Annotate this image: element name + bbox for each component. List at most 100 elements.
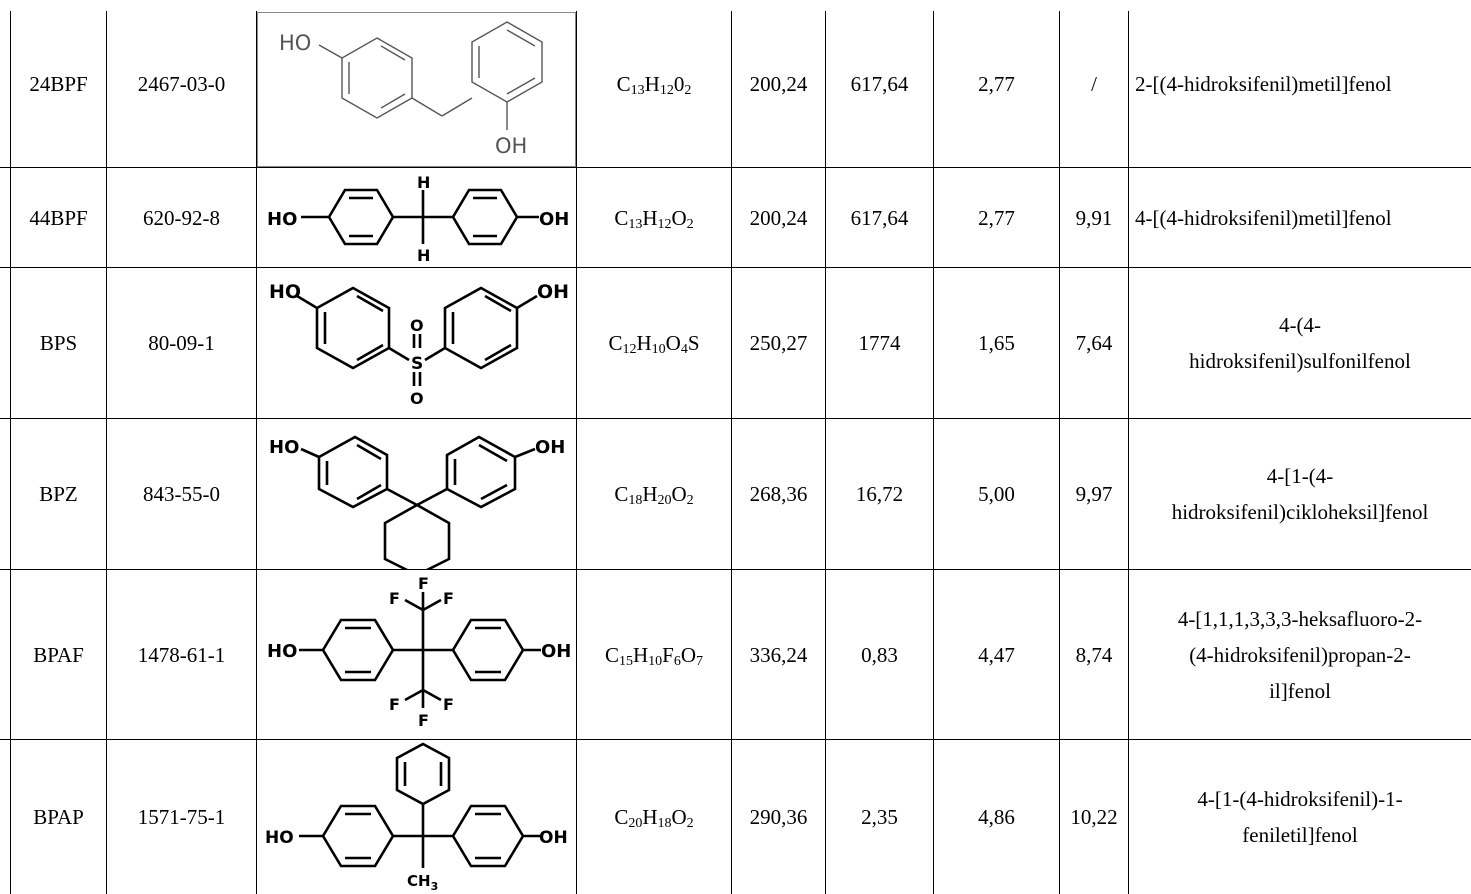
grid-line bbox=[106, 11, 107, 894]
atom-label: F bbox=[443, 695, 454, 714]
cell-iupac-name: 4-[1,1,1,3,3,3-heksafluoro-2- (4-hidroks… bbox=[1129, 570, 1471, 739]
structure-drawing: HO OH bbox=[257, 12, 576, 167]
atom-label: OH bbox=[535, 437, 565, 458]
name-line: 4-[1-(4-hidroksifenil)-1- bbox=[1197, 787, 1403, 811]
structure-44bpf: HO H H OH bbox=[257, 168, 576, 267]
atom-label: H bbox=[417, 246, 430, 265]
cell-cas: 2467-03-0 bbox=[137, 71, 226, 96]
grid-line bbox=[10, 11, 11, 894]
cell-molar-mass: 336,24 bbox=[749, 642, 808, 667]
atom-label: F bbox=[443, 589, 454, 608]
atom-label: F bbox=[418, 711, 429, 730]
atom-label: F bbox=[389, 589, 400, 608]
atom-label: OH bbox=[541, 641, 571, 662]
cell-molar-mass: 250,27 bbox=[749, 331, 808, 355]
cell-iupac-name: 4-(4- hidroksifenil)sulfonilfenol bbox=[1129, 268, 1471, 418]
cell-solubility: 617,64 bbox=[850, 205, 909, 230]
name-line: feniletil]fenol bbox=[1242, 823, 1358, 847]
name-line: 4-[1-(4- bbox=[1266, 464, 1334, 488]
atom-label: F bbox=[389, 695, 400, 714]
grid-line bbox=[1128, 11, 1129, 894]
grid-line bbox=[0, 739, 1471, 740]
atom-label: HO bbox=[267, 209, 297, 230]
cell-code: 44BPF bbox=[29, 205, 88, 230]
cell-cas: 1571-75-1 bbox=[137, 805, 226, 829]
structure-bpz: HO OH bbox=[257, 419, 576, 569]
formula-text: C13H1202 bbox=[616, 71, 692, 98]
atom-label: HO bbox=[279, 31, 311, 55]
structure-drawing: HO O S O OH bbox=[269, 281, 569, 408]
grid-line bbox=[0, 569, 1471, 570]
atom-label: S bbox=[411, 354, 423, 374]
cell-cas: 1478-61-1 bbox=[137, 642, 226, 667]
cell-solubility: 0,83 bbox=[861, 642, 898, 667]
atom-label: OH bbox=[539, 828, 568, 848]
atom-label: HO bbox=[269, 437, 299, 458]
grid-line bbox=[731, 11, 732, 894]
structure-drawing: HO CH3 OH bbox=[265, 742, 568, 893]
cell-molar-mass: 290,36 bbox=[749, 805, 808, 829]
formula-text: C20H18O2 bbox=[614, 805, 694, 831]
cell-code: BPAF bbox=[33, 642, 84, 667]
atom-label: OH bbox=[537, 281, 569, 303]
cell-code: BPS bbox=[39, 331, 78, 355]
cell-formula: C18H20O2 bbox=[577, 419, 731, 569]
atom-label: HO bbox=[269, 281, 301, 303]
structure-24bpf: HO OH bbox=[257, 12, 576, 167]
name-line: hidroksifenil)sulfonilfenol bbox=[1189, 349, 1411, 373]
cell-formula: C20H18O2 bbox=[577, 740, 731, 894]
cell-log-kow: 4,47 bbox=[978, 642, 1015, 667]
name-line: 4-(4- bbox=[1279, 313, 1321, 337]
formula-text: C15H10F6O7 bbox=[604, 642, 704, 669]
cell-formula: C12H10O4S bbox=[577, 268, 731, 418]
cell-cas: 80-09-1 bbox=[148, 331, 215, 355]
cell-solubility: 617,64 bbox=[850, 71, 909, 96]
structure-bpap: HO CH3 OH bbox=[257, 740, 576, 894]
atom-label: HO bbox=[265, 828, 294, 848]
grid-line bbox=[933, 11, 934, 894]
formula-text: C18H20O2 bbox=[614, 482, 694, 508]
structure-bps: HO O S O OH bbox=[257, 268, 576, 418]
atom-label: HO bbox=[267, 641, 297, 662]
cell-pka: 7,64 bbox=[1075, 331, 1113, 355]
grid-line bbox=[1059, 11, 1060, 894]
cell-iupac-name: 4-[1-(4-hidroksifenil)-1- feniletil]feno… bbox=[1129, 740, 1471, 894]
atom-label: O bbox=[410, 389, 424, 408]
cell-molar-mass: 200,24 bbox=[749, 205, 808, 230]
cell-code: 24BPF bbox=[29, 71, 88, 96]
cell-iupac-name: 4-[1-(4- hidroksifenil)cikloheksil]fenol bbox=[1129, 419, 1471, 569]
cell-pka: 9,91 bbox=[1075, 205, 1113, 230]
cell-formula: C15H10F6O7 bbox=[577, 570, 731, 739]
atom-label: H bbox=[417, 173, 430, 192]
atom-label: OH bbox=[539, 209, 569, 230]
cell-log-kow: 5,00 bbox=[978, 482, 1015, 506]
name-line: 4-[1,1,1,3,3,3-heksafluoro-2- bbox=[1177, 606, 1423, 631]
cell-solubility: 16,72 bbox=[855, 482, 904, 506]
cell-log-kow: 4,86 bbox=[978, 805, 1015, 829]
atom-label: OH bbox=[495, 134, 527, 158]
cell-formula: C13H12O2 bbox=[577, 168, 731, 267]
cell-solubility: 1774 bbox=[858, 331, 901, 355]
cell-pka: 10,22 bbox=[1070, 805, 1118, 829]
grid-line bbox=[0, 167, 1471, 168]
structure-drawing: HO F F F F F F OH bbox=[267, 574, 571, 730]
name-line: hidroksifenil)cikloheksil]fenol bbox=[1171, 500, 1429, 524]
atom-label: F bbox=[418, 574, 429, 593]
grid-line bbox=[576, 11, 577, 894]
name-line: (4-hidroksifenil)propan-2- bbox=[1189, 642, 1411, 667]
cell-molar-mass: 268,36 bbox=[749, 482, 808, 506]
grid-line bbox=[0, 267, 1471, 268]
atom-label: O bbox=[410, 316, 424, 335]
cell-pka: / bbox=[1091, 71, 1097, 96]
grid-line bbox=[0, 418, 1471, 419]
cell-iupac-name: 4-[(4-hidroksifenil)metil]fenol bbox=[1135, 205, 1392, 230]
cell-cas: 620-92-8 bbox=[143, 205, 220, 230]
grid-line bbox=[256, 11, 257, 894]
cell-solubility: 2,35 bbox=[861, 805, 898, 829]
cell-formula: C13H1202 bbox=[577, 0, 731, 167]
cell-log-kow: 2,77 bbox=[978, 71, 1015, 96]
formula-text: C13H12O2 bbox=[614, 205, 694, 232]
cell-code: BPAP bbox=[33, 805, 84, 829]
atom-label: CH3 bbox=[407, 872, 438, 893]
